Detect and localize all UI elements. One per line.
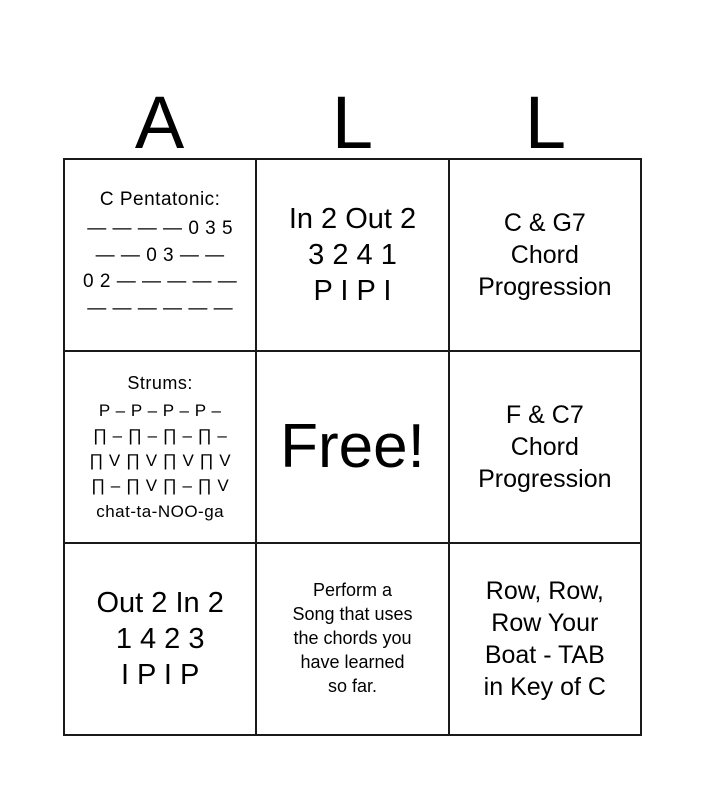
cell-line: C & G7: [503, 209, 586, 237]
cell-line: P – P – P – P –: [98, 400, 222, 420]
cell-line: Progression: [478, 465, 612, 493]
cell-line: Free!: [280, 412, 425, 481]
cell-line: in Key of C: [483, 673, 606, 701]
cell-line: F & C7: [505, 401, 584, 429]
cell-line: Song that uses: [292, 604, 413, 625]
header-cell-3: L: [449, 62, 642, 164]
header-letter-1: A: [134, 80, 185, 164]
cell-line: Row Your: [491, 609, 599, 637]
cell-line: I P I P: [120, 659, 200, 692]
cell-line: P I P I: [313, 275, 392, 308]
cell-line: — — — — 0 3 5: [87, 217, 234, 239]
cell-line: 3 2 4 1: [308, 238, 397, 271]
cell-line: C Pentatonic:: [99, 188, 221, 210]
bingo-cell-strums[interactable]: Strums: P – P – P – P – ∏ – ∏ – ∏ – ∏ – ∏ V…: [65, 352, 258, 544]
cell-line: the chords you: [293, 628, 412, 649]
cell-line: so far.: [327, 675, 377, 696]
cell-line: ∏ V ∏ V ∏ V ∏ V: [89, 451, 232, 471]
header-cell-2: L: [256, 62, 449, 164]
cell-line: chat-ta-NOO-ga: [96, 501, 225, 521]
cell-line: ∏ – ∏ – ∏ – ∏ –: [92, 426, 228, 446]
bingo-grid: C Pentatonic: — — — — 0 3 5 — — 0 3 — — 0 2…: [63, 158, 642, 736]
cell-line: Out 2 In 2: [96, 586, 224, 619]
cell-line: have learned: [300, 651, 405, 672]
header-letter-2: L: [331, 80, 374, 164]
cell-line: Chord: [510, 433, 579, 461]
cell-line: Row, Row,: [485, 577, 604, 605]
bingo-cell-free-space[interactable]: Free!: [257, 352, 450, 544]
bingo-cell-c-pentatonic-tab[interactable]: C Pentatonic: — — — — 0 3 5 — — 0 3 — — 0 2…: [65, 160, 258, 352]
cell-line: Strums:: [127, 373, 193, 394]
cell-line: 1 4 2 3: [115, 622, 205, 655]
cell-line: 0 2 — — — — —: [83, 271, 238, 293]
cell-line: Progression: [478, 273, 612, 301]
cell-line: — — 0 3 — —: [95, 244, 225, 266]
cell-line: Chord: [510, 241, 579, 269]
cell-line: ∏ – ∏ V ∏ – ∏ V: [91, 476, 230, 496]
cell-line: In 2 Out 2: [288, 202, 417, 235]
cell-line: Perform a: [312, 580, 392, 601]
cell-line: Boat - TAB: [484, 641, 605, 669]
header-letter-3: L: [524, 80, 567, 164]
header-cell-1: A: [63, 62, 256, 164]
cell-line: — — — — — —: [87, 298, 234, 320]
bingo-header-row: A L L: [63, 62, 642, 164]
